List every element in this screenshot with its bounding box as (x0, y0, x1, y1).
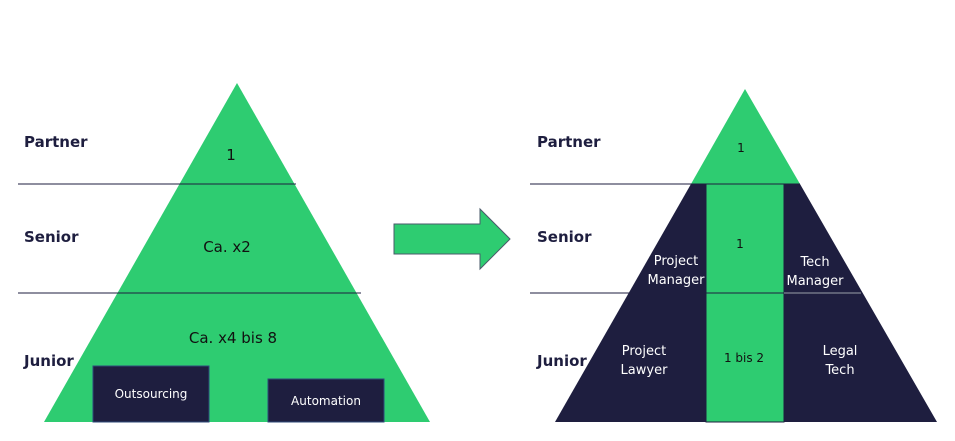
automation-box: Automation (267, 378, 385, 423)
left-junior-value: Ca. x4 bis 8 (189, 329, 277, 347)
right-level-partner: Partner (537, 133, 601, 151)
tech-manager-line2: Manager (787, 274, 845, 289)
outsourcing-label: Outsourcing (115, 387, 188, 401)
left-partner-value: 1 (226, 146, 236, 164)
project-lawyer-line2: Lawyer (621, 363, 669, 378)
left-level-senior: Senior (24, 228, 79, 246)
right-level-senior: Senior (537, 228, 592, 246)
right-center-band (705, 183, 785, 423)
project-lawyer-line1: Project (622, 344, 666, 359)
automation-label: Automation (291, 394, 361, 408)
right-junior-center-value: 1 bis 2 (724, 351, 764, 365)
legal-tech-line2: Tech (824, 363, 854, 378)
legal-tech-line1: Legal (823, 344, 858, 359)
arrow-right-icon (393, 207, 511, 271)
left-pyramid: Partner Senior Junior 1 Ca. x2 Ca. x4 bi… (18, 83, 430, 423)
left-senior-value: Ca. x2 (203, 238, 251, 256)
project-manager-line2: Manager (648, 273, 706, 288)
right-partner-triangle (691, 89, 800, 184)
tech-manager-line1: Tech (799, 255, 829, 270)
left-pyramid-shape (44, 83, 430, 422)
right-pyramid: Partner Senior Junior 1 1 1 bis 2 Projec… (530, 89, 937, 423)
right-senior-center-value: 1 (736, 237, 744, 251)
project-manager-line1: Project (654, 254, 698, 269)
right-level-junior: Junior (536, 352, 587, 370)
left-level-junior: Junior (23, 352, 74, 370)
outsourcing-box: Outsourcing (92, 365, 210, 423)
right-partner-value: 1 (737, 141, 745, 155)
left-level-partner: Partner (24, 133, 88, 151)
